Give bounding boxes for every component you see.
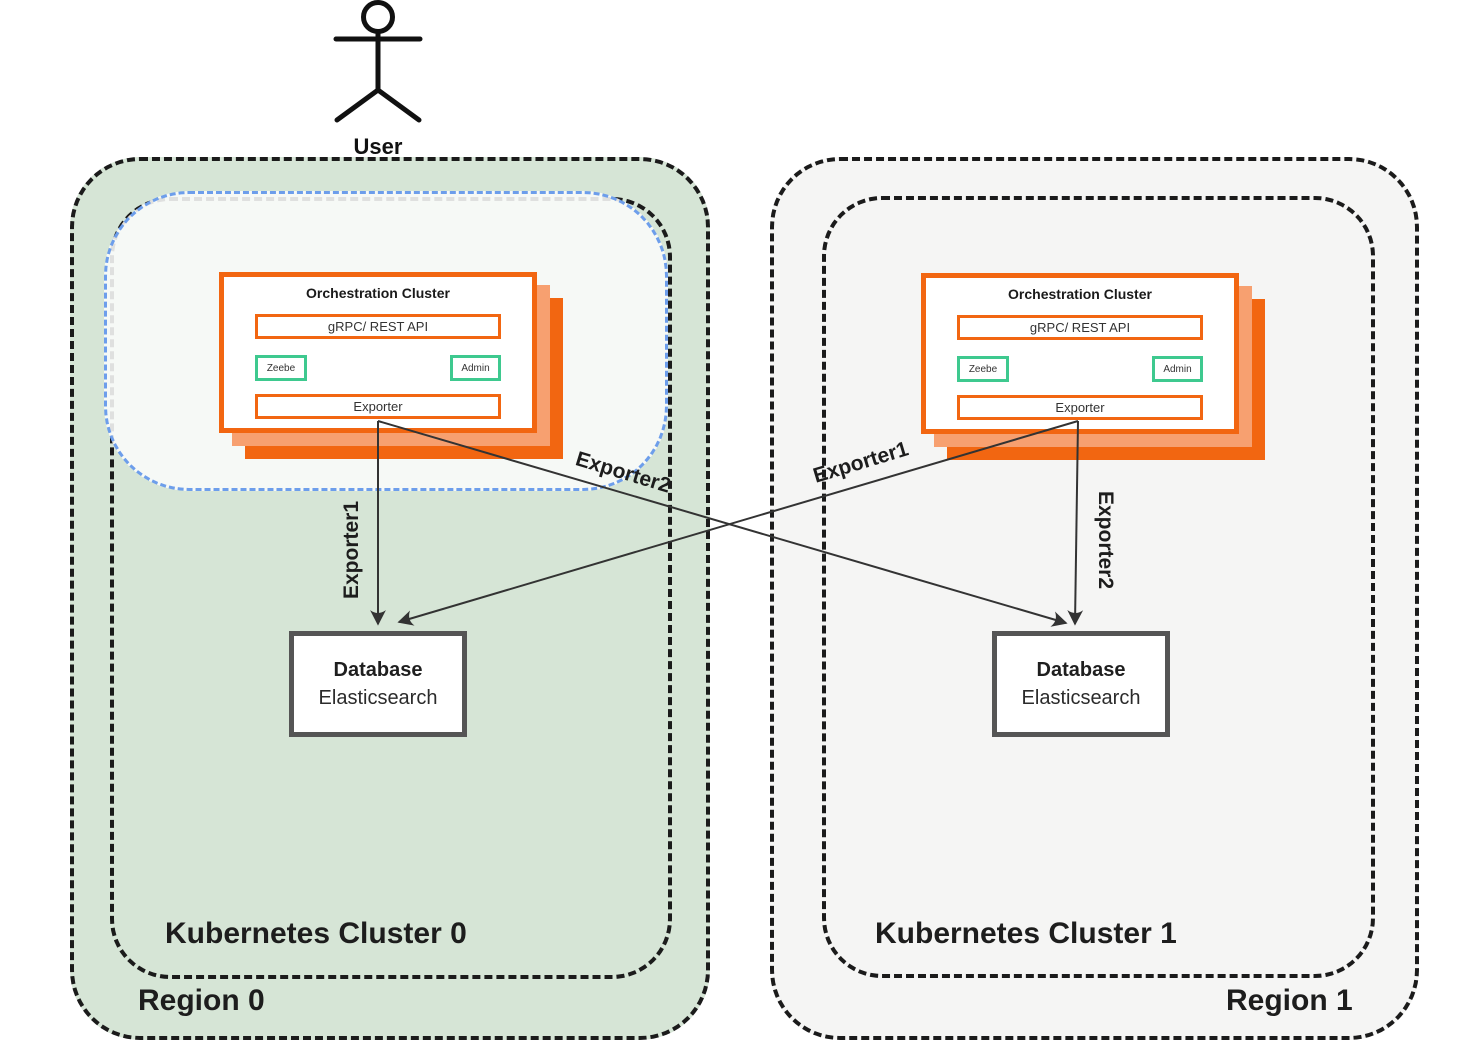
region-0-label: Region 0: [138, 984, 265, 1017]
orchestration-cluster-1: Orchestration Cluster gRPC/ REST API Zee…: [921, 273, 1265, 460]
kubernetes-cluster-1-label: Kubernetes Cluster 1: [875, 917, 1177, 950]
database-0-title: Database: [333, 658, 423, 681]
orchestration-cluster-1-title: Orchestration Cluster: [1008, 286, 1152, 302]
zeebe-label: Zeebe: [968, 363, 998, 375]
zeebe-label: Zeebe: [266, 362, 296, 374]
grpc-rest-api-label: gRPC/ REST API: [1029, 320, 1131, 335]
orchestration-cluster-0: Orchestration Cluster gRPC/ REST API Zee…: [219, 272, 563, 459]
edge-label-exporter1-region0: Exporter1: [340, 500, 363, 600]
kubernetes-cluster-0-label: Kubernetes Cluster 0: [165, 917, 467, 950]
grpc-rest-api-label: gRPC/ REST API: [327, 319, 429, 334]
exporter-label: Exporter: [353, 399, 403, 414]
exporter-label: Exporter: [1055, 400, 1105, 415]
user-actor-label: User: [353, 134, 403, 159]
admin-box-0: Admin: [450, 355, 501, 381]
orchestration-cluster-1-box: Orchestration Cluster gRPC/ REST API Zee…: [921, 273, 1239, 434]
edge-label-exporter2-region1: Exporter2: [1094, 490, 1117, 590]
exporter-box-0: Exporter: [255, 394, 501, 419]
orchestration-cluster-0-title: Orchestration Cluster: [306, 285, 450, 301]
database-1: Database Elasticsearch: [992, 631, 1170, 737]
zeebe-box-0: Zeebe: [255, 355, 307, 381]
database-0-subtitle: Elasticsearch: [318, 686, 438, 709]
grpc-rest-api-box-0: gRPC/ REST API: [255, 314, 501, 339]
grpc-rest-api-box-1: gRPC/ REST API: [957, 315, 1203, 340]
database-1-subtitle: Elasticsearch: [1021, 686, 1141, 709]
exporter-box-1: Exporter: [957, 395, 1203, 420]
database-1-title: Database: [1036, 658, 1126, 681]
orchestration-cluster-0-box: Orchestration Cluster gRPC/ REST API Zee…: [219, 272, 537, 433]
database-0: Database Elasticsearch: [289, 631, 467, 737]
region-1-label: Region 1: [1226, 984, 1353, 1017]
zeebe-box-1: Zeebe: [957, 356, 1009, 382]
admin-box-1: Admin: [1152, 356, 1203, 382]
admin-label: Admin: [1163, 363, 1192, 375]
user-actor-icon: [333, 0, 423, 123]
admin-label: Admin: [461, 362, 490, 374]
